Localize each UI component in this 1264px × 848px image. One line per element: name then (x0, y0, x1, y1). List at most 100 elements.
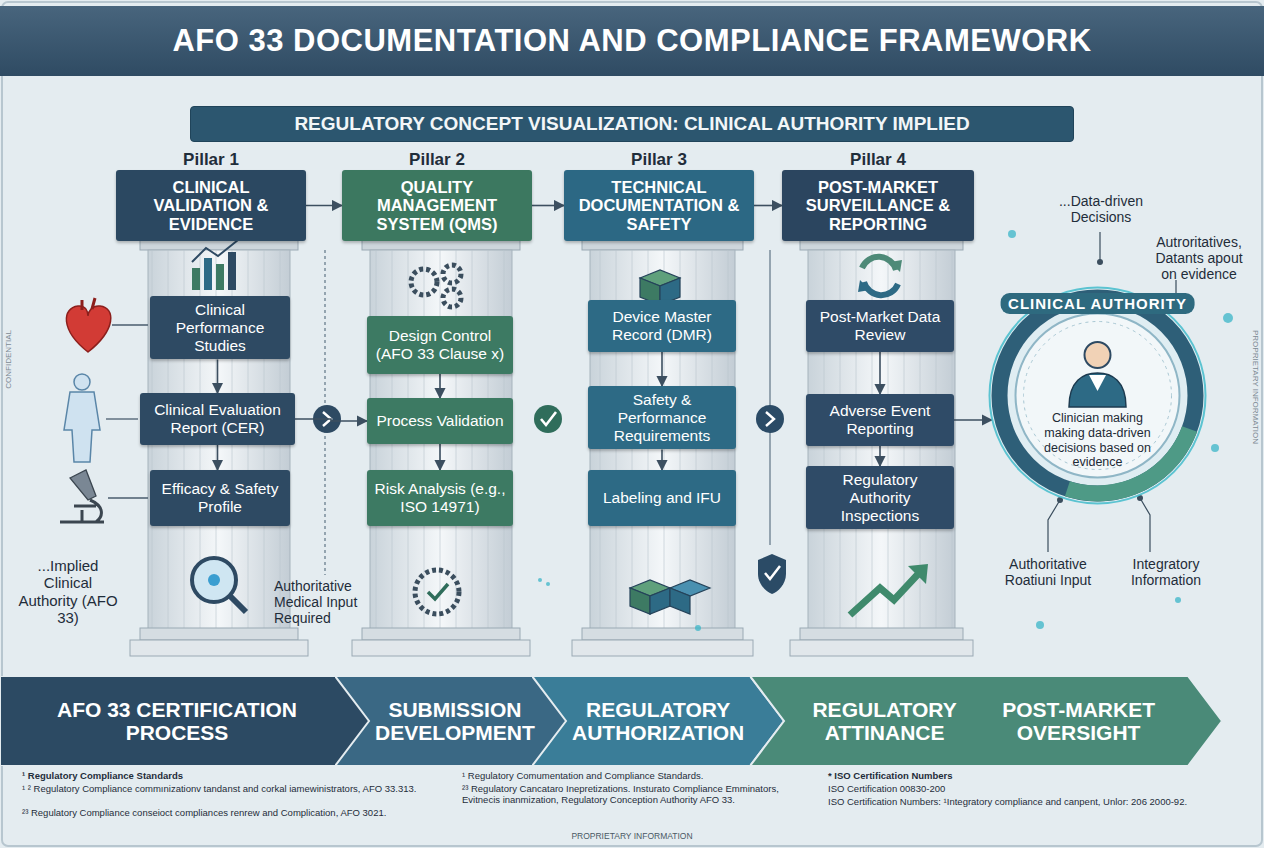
header-text: TECHNICAL DOCUMENTATION & SAFETY (570, 178, 748, 233)
footnote: ²³ Regulatory Cancataro Inepretizations.… (462, 784, 812, 806)
box-text: Clinical Performance Studies (156, 301, 284, 354)
clinician-head (1085, 342, 1111, 368)
pillar-header-box: POST-MARKET SURVEILLANCE & REPORTING (782, 170, 974, 241)
header-text: QUALITY MANAGEMENT SYSTEM (QMS) (348, 178, 526, 233)
pillar-base (800, 628, 963, 640)
process-box: Post-Market Data Review (806, 300, 954, 352)
pillar-label: Pillar 3 (631, 150, 687, 170)
chevron-text: REGULATORY AUTHORIZATION (572, 698, 744, 744)
callout-label: Autroritatives, Datants apout on evidenc… (1146, 234, 1252, 282)
ring-accent (985, 283, 1210, 508)
decor-line (108, 497, 148, 498)
decor-polygon (670, 588, 690, 614)
subtitle-band: REGULATORY CONCEPT VISUALIZATION: CLINIC… (190, 106, 1074, 142)
footnote: ISO Certification 00830-200 (828, 784, 1238, 795)
circle-body: Clinician making making data-driven deci… (1032, 411, 1163, 470)
circle-title: CLINICAL AUTHORITY (1000, 293, 1195, 314)
process-box: Efficacy & Safety Profile (150, 470, 290, 526)
pillar-label: Pillar 1 (183, 150, 239, 170)
clinician-body (1069, 373, 1126, 407)
decor-rect (204, 258, 212, 290)
pillar-base (582, 628, 743, 640)
decor-rect (192, 268, 200, 290)
box-text: Post-Market Data Review (812, 308, 948, 344)
footnote: ¹ Regulatory Compliance Standards (22, 771, 442, 782)
process-box: Device Master Record (DMR) (588, 300, 736, 352)
decor-circle (756, 405, 784, 433)
pillar-label: Pillar 4 (850, 150, 906, 170)
box-text: Safety & Performance Requirements (594, 391, 730, 444)
decor-circle (1036, 621, 1044, 629)
connector (217, 359, 219, 393)
chevron-fill (0, 676, 372, 766)
decor-circle (695, 625, 701, 631)
decor-rect (216, 264, 224, 290)
box-text: Adverse Event Reporting (812, 402, 948, 438)
decor-path (765, 566, 780, 579)
outer-glow (990, 288, 1206, 504)
decor-line (106, 418, 138, 419)
footnote: ¹ Regulatory Comumentation and Complianc… (462, 771, 812, 782)
process-chevron: REGULATORY ATTINANCEPOST-MARKET OVERSIGH… (750, 676, 1222, 766)
chevron-fill (532, 676, 784, 766)
decor-g (192, 252, 236, 290)
watermark: CONFIDENTIAL (4, 330, 13, 389)
decor-path (541, 412, 556, 425)
footnote: ISO Certification Numbers: ¹Integratory … (828, 797, 1238, 808)
decor-circle (1211, 444, 1219, 452)
decor-circle (546, 582, 550, 586)
decor-path (908, 564, 928, 584)
process-box: Labeling and IFU (588, 470, 736, 526)
decor-g (130, 238, 973, 656)
decor-circle (538, 578, 542, 582)
chevron-text: REGULATORY ATTINANCE (790, 698, 979, 744)
box-text: Risk Analysis (e.g., ISO 14971) (373, 480, 507, 516)
process-box: Design Control (AFO 33 Clause x) (367, 316, 513, 374)
decor-circle (534, 405, 562, 433)
chevron-fill (335, 676, 567, 766)
chevron-text: SUBMISSION DEVELOPMENT (375, 698, 535, 744)
callout-label: ...Implied Clinical Authority (AFO 33) (16, 557, 120, 626)
decor-line (769, 250, 770, 545)
pillar-base (130, 640, 308, 656)
connector (754, 205, 782, 207)
decor-path (864, 282, 898, 295)
pillar-base (140, 628, 298, 640)
decor-circle (208, 574, 220, 586)
pillar-label: Pillar 2 (409, 150, 465, 170)
decor-path (850, 572, 920, 615)
subtitle-text: REGULATORY CONCEPT VISUALIZATION: CLINIC… (294, 113, 969, 135)
decor-g (538, 230, 1233, 631)
pillar-header-box: CLINICAL VALIDATION & EVIDENCE (116, 170, 306, 241)
callout-label: Integratory Information (1110, 556, 1222, 588)
decor-circle (1097, 259, 1103, 265)
process-box: Process Validation (367, 398, 513, 444)
pillar-header-box: QUALITY MANAGEMENT SYSTEM (QMS) (342, 170, 532, 241)
process-chevron: AFO 33 CERTIFICATION PROCESS (0, 676, 372, 766)
pillar-base (352, 640, 530, 656)
decor-path (66, 306, 110, 352)
callout-label: ...Data-driven Decisions (1040, 193, 1162, 225)
decor-path (758, 554, 786, 594)
decor-line (230, 596, 246, 612)
inner-disk (1016, 314, 1180, 478)
decor-path (890, 260, 902, 272)
pillar-header: Pillar 2 QUALITY MANAGEMENT SYSTEM (QMS) (342, 150, 532, 241)
process-box: Clinical Evaluation Report (CER) (140, 393, 295, 445)
decor-path (70, 470, 96, 500)
connector (879, 352, 881, 394)
header-text: CLINICAL VALIDATION & EVIDENCE (122, 178, 300, 233)
connector (532, 205, 564, 207)
pillar-header: Pillar 4POST-MARKET SURVEILLANCE & REPOR… (782, 150, 974, 241)
decor-path (64, 392, 100, 462)
decor-path (192, 240, 238, 262)
inner-ring (1024, 322, 1172, 470)
box-text: Clinical Evaluation Report (CER) (146, 401, 289, 437)
decor-circle (1223, 313, 1233, 323)
decor-path (82, 298, 95, 310)
process-box: Regulatory Authority Inspections (806, 466, 954, 529)
decor-path (428, 584, 448, 599)
decor-polygon (650, 588, 670, 614)
box-text: Design Control (AFO 33 Clause x) (373, 327, 507, 363)
